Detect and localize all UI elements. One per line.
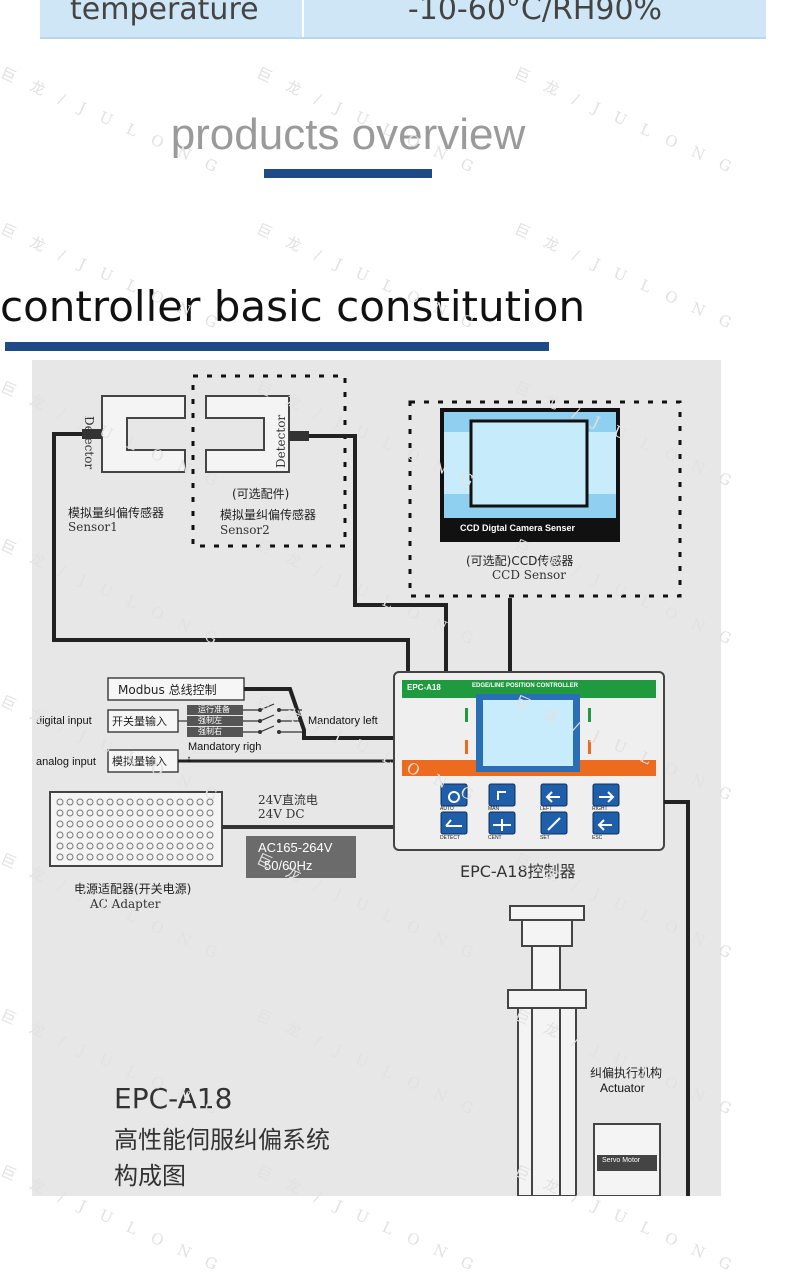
analog-input-en-label: analog input	[36, 756, 96, 768]
detector-2-shape	[205, 395, 290, 473]
button-label-right: RIGHT	[592, 806, 608, 812]
sensor2-cn-label: 模拟量纠偏传感器	[220, 508, 317, 522]
actuator-cn-label: 纠偏执行机构	[590, 1066, 663, 1080]
detector-1-shape	[101, 395, 186, 473]
mandatory-right-label-line2: t	[188, 755, 191, 764]
section-heading-overview: products overview	[170, 110, 526, 159]
switch-item-2: 强制左	[198, 716, 222, 725]
switch-item-1: 运行准备	[198, 705, 230, 714]
system-diagram: Detector Detector (可选配件) 模拟量纠偏传感器 Sensor…	[32, 360, 721, 1196]
button-label-auto: AUTO	[440, 806, 454, 812]
button-label-set: SET	[540, 835, 550, 841]
connector-sensor2	[289, 431, 309, 441]
cable-sensor2	[289, 434, 448, 672]
adapter-cn-label: 电源适配器(开关电源)	[74, 882, 192, 896]
section-title-underline	[5, 342, 549, 351]
actuator	[507, 905, 661, 1196]
adapter-en-label: AC Adapter	[90, 897, 161, 911]
spec-value-temperature: -10-60°C/RH90%	[407, 0, 663, 27]
digital-input-en-label: digital input	[36, 715, 92, 727]
dc-en-label: 24V DC	[258, 807, 305, 821]
modbus-label: Modbus 总线控制	[118, 683, 217, 697]
cable-sensor1	[52, 432, 410, 672]
ccd-screen-label: CCD Digtal Camera Senser	[460, 523, 576, 533]
optional-accessory-label: (可选配件)	[232, 487, 290, 501]
ac-spec-box	[246, 836, 356, 878]
ccd-en-label: CCD Sensor	[492, 568, 566, 582]
switch-item-3: 强制右	[198, 727, 222, 736]
controller-caption: EPC-A18控制器	[460, 862, 576, 881]
diagram-graphics	[49, 374, 690, 1196]
ac-frequency-label: 50/60Hz	[264, 858, 313, 873]
detector-2-label: Detector	[274, 414, 288, 468]
sensor1-en-label: Sensor1	[68, 520, 118, 534]
button-label-detect: DETECT	[440, 835, 460, 841]
power-adapter	[49, 791, 223, 867]
button-label-left: LEFT	[540, 806, 553, 812]
diagram-title-model: EPC-A18	[114, 1082, 233, 1115]
mandatory-left-label: Mandatory left	[308, 715, 378, 727]
heading-underline	[264, 169, 432, 178]
controller-header-label: EDGE/LINE POSITION CONTROLLER	[472, 683, 579, 689]
digital-input-cn-label: 开关量输入	[112, 715, 167, 728]
analog-input-cn-label: 模拟量输入	[112, 755, 167, 768]
sensor1-cn-label: 模拟量纠偏传感器	[68, 506, 165, 520]
servo-motor-label: Servo Motor	[602, 1157, 641, 1164]
button-label-man: MAN	[488, 806, 500, 812]
spec-table-separator	[302, 0, 304, 37]
ccd-sensor-box	[408, 400, 682, 598]
mandatory-right-label-line1: Mandatory righ	[188, 741, 262, 753]
sensor2-en-label: Sensor2	[220, 523, 270, 537]
spec-table-row	[40, 0, 766, 39]
section-title: controller basic constitution	[0, 282, 586, 331]
dc-cn-label: 24V直流电	[258, 793, 318, 807]
connector-sensor1	[82, 429, 102, 439]
spec-label-temperature: temperature	[70, 0, 259, 27]
ac-range-label: AC165-264V	[258, 840, 333, 855]
actuator-en-label: Actuator	[600, 1081, 645, 1095]
button-label-esc: ESC	[592, 835, 603, 841]
diagram-title-line3: 构成图	[114, 1162, 186, 1190]
ccd-cn-label: (可选配)CCD传感器	[466, 554, 574, 568]
diagram-title-line2: 高性能伺服纠偏系统	[114, 1126, 330, 1154]
button-label-cent: CENT	[488, 835, 502, 841]
detector-1-label: Detector	[82, 416, 96, 470]
controller-model-label: EPC-A18	[407, 683, 441, 692]
